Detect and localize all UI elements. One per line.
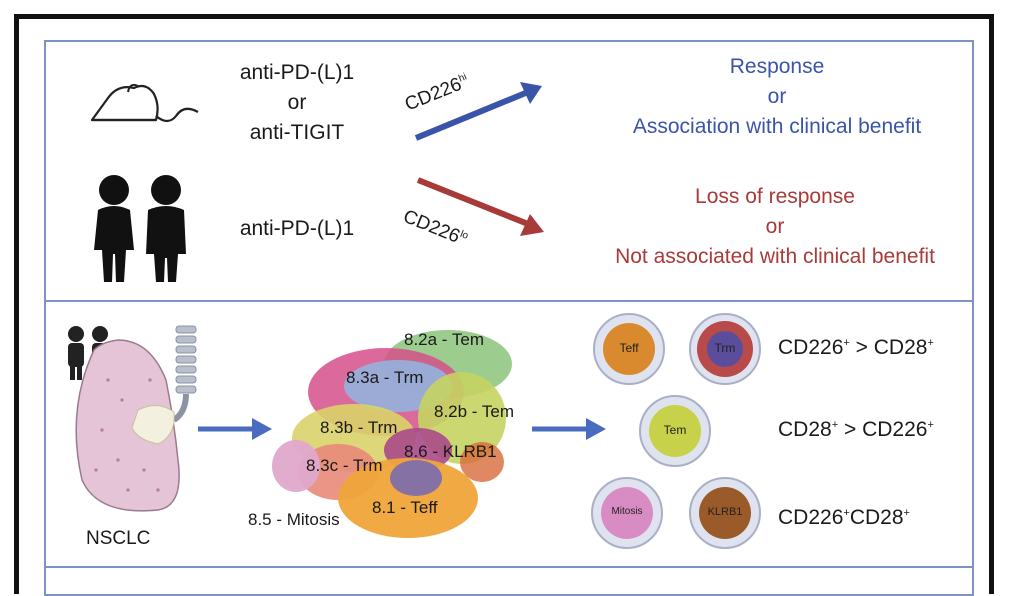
ratio-cd226-gt-cd28: CD226+ > CD28+ xyxy=(778,336,934,360)
outcome-loss: Loss of response or Not associated with … xyxy=(580,182,970,272)
cluster-8-5: 8.5 - Mitosis xyxy=(248,510,340,529)
mouse-icon xyxy=(90,83,199,123)
cell-trm: Trm xyxy=(688,312,762,391)
umap-cluster-plot xyxy=(272,330,512,538)
outcome-bad-line-1: Loss of response xyxy=(695,185,855,208)
treatment-line-1: anti-PD-(L)1 xyxy=(239,61,355,84)
ratio-1-b-sup: + xyxy=(927,337,934,349)
cell-teff-shape xyxy=(593,313,665,385)
ratio-cd226-cd28: CD226+CD28+ xyxy=(778,506,910,530)
panel-bottom-partial xyxy=(44,566,974,596)
ratio-2-a-sup: + xyxy=(831,419,839,431)
human-treatment: anti-PD-(L)1 xyxy=(239,217,355,240)
ratio-2-op: > xyxy=(838,418,863,441)
outcome-good-line-2: or xyxy=(767,85,787,108)
cell-mitosis: Mitosis xyxy=(590,476,664,555)
outcome-bad-line-2: or xyxy=(765,215,785,238)
people-icon xyxy=(94,175,186,282)
cell-mitosis-shape xyxy=(591,477,663,549)
cell-tem-label: Tem xyxy=(663,423,687,437)
cell-tem-shape xyxy=(639,395,711,467)
cell-mitosis-label: Mitosis xyxy=(611,506,643,517)
cluster-8-3b: 8.3b - Trm xyxy=(320,418,398,437)
outcome-good-line-3: Association with clinical benefit xyxy=(632,115,922,138)
outcome-bad-line-3: Not associated with clinical benefit xyxy=(615,245,935,268)
arrow-to-umap xyxy=(198,418,272,440)
ratio-3-a: CD226 xyxy=(778,506,844,529)
treatment-line-2: or xyxy=(287,91,307,114)
ratio-2-b: CD226 xyxy=(862,418,928,441)
arrow-to-cells xyxy=(532,418,606,440)
mouse-treatment: anti-PD-(L)1 or anti-TIGIT xyxy=(214,58,380,148)
ratio-1-a-sup: + xyxy=(843,337,850,349)
cell-teff-label: Teff xyxy=(619,341,639,355)
treatment-line-3: anti-TIGIT xyxy=(249,121,345,144)
cell-teff: Teff xyxy=(592,312,666,391)
ratio-2-b-sup: + xyxy=(927,419,934,431)
outcome-response: Response or Association with clinical be… xyxy=(592,52,962,142)
cd226-hi-arrow xyxy=(414,82,542,141)
figure-frame xyxy=(14,14,994,594)
ratio-2-a: CD28 xyxy=(778,418,832,441)
ratio-1-op: > xyxy=(849,336,874,359)
lung-icon xyxy=(68,325,197,512)
cluster-8-3c: 8.3c - Trm xyxy=(306,456,383,475)
ratio-3-a-sup: + xyxy=(843,507,850,519)
cell-klrb1-shape xyxy=(689,477,761,549)
ratio-3-b-sup: + xyxy=(903,507,910,519)
cluster-8-2a: 8.2a - Tem xyxy=(404,330,485,349)
cluster-8-2b: 8.2b - Tem xyxy=(434,402,515,421)
cell-klrb1: KLRB1 xyxy=(688,476,762,555)
cell-trm-label: Trm xyxy=(714,341,736,355)
ratio-cd28-gt-cd226: CD28+ > CD226+ xyxy=(778,418,934,442)
ratio-3-b: CD28 xyxy=(849,506,904,529)
cluster-8-3a: 8.3a - Trm xyxy=(346,368,424,387)
ratio-1-b: CD28 xyxy=(873,336,928,359)
cd226-lo-arrow xyxy=(416,177,544,236)
cluster-8-1: 8.1 - Teff xyxy=(372,498,438,517)
ratio-1-a: CD226 xyxy=(778,336,844,359)
cell-klrb1-label: KLRB1 xyxy=(707,506,743,518)
cluster-8-6: 8.6 - KLRB1 xyxy=(404,442,497,461)
cell-tem: Tem xyxy=(638,394,712,473)
outcome-good-line-1: Response xyxy=(729,55,825,78)
cell-trm-shape xyxy=(689,313,761,385)
tissue-label: NSCLC xyxy=(86,528,151,549)
